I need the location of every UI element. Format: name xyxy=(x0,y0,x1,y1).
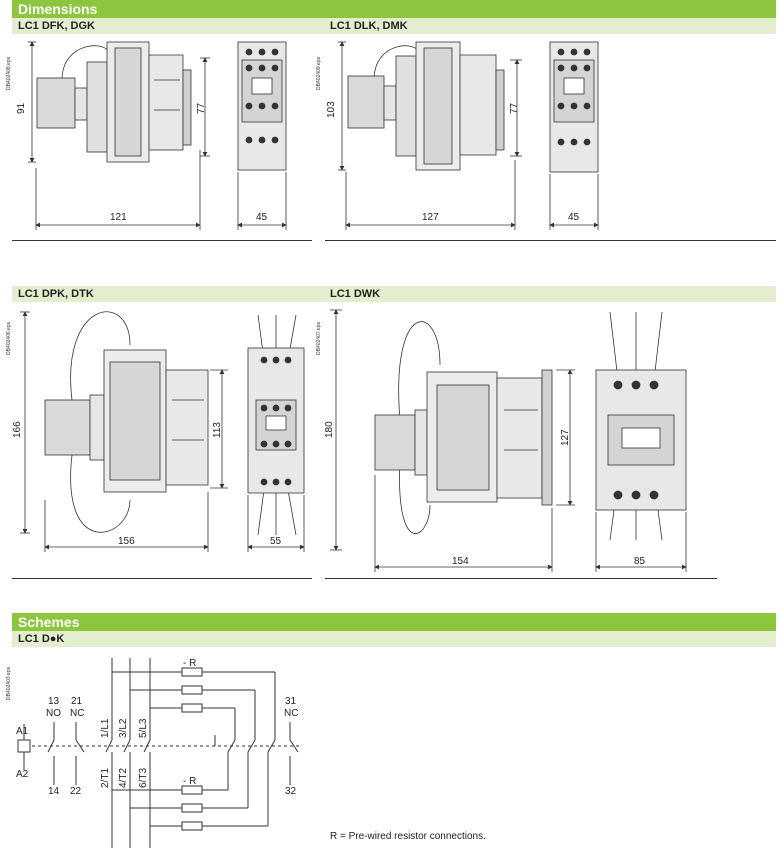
terminal-t2: 4/T2 xyxy=(118,767,129,788)
terminal-t1: 2/T1 xyxy=(100,767,111,788)
terminal-l3: 5/L3 xyxy=(138,718,149,738)
terminal-13: 13 xyxy=(48,696,60,707)
schemes-header: Schemes xyxy=(12,613,776,631)
dim-width2-dpk: 55 xyxy=(270,536,282,547)
panel-title-dpk: LC1 DPK, DTK xyxy=(18,288,94,300)
dim-width2-dwk: 85 xyxy=(634,556,646,567)
terminal-32: 32 xyxy=(285,786,297,797)
contactor-front-view-dfk xyxy=(237,41,287,171)
terminal-22: 22 xyxy=(70,786,82,797)
scheme-title: LC1 D●K xyxy=(18,633,65,645)
terminal-21: 21 xyxy=(71,696,83,707)
terminal-31: 31 xyxy=(285,696,297,707)
contactor-front-view-dwk xyxy=(595,311,687,541)
divider xyxy=(325,240,776,241)
dim-depth-dpk: 113 xyxy=(212,422,223,438)
subheader-strip-2 xyxy=(12,286,776,302)
dim-width-dlk: 127 xyxy=(422,212,439,223)
dim-depth-dfk: 77 xyxy=(196,102,207,114)
contact-nc2-label: NC xyxy=(284,708,299,719)
wiring-scheme xyxy=(17,658,300,848)
dim-height-dwk: 180 xyxy=(324,421,335,438)
figure-code: DB402403.eps xyxy=(6,666,12,700)
contactor-front-view-dpk xyxy=(247,314,305,536)
contactor-side-view-dfk xyxy=(36,41,192,163)
terminal-t3: 6/T3 xyxy=(138,767,149,788)
dim-depth-dlk: 77 xyxy=(509,102,520,114)
dim-depth-dwk: 127 xyxy=(560,429,571,446)
contact-no-label: NO xyxy=(46,708,61,719)
scheme-caption: R = Pre-wired resistor connections. xyxy=(330,831,486,842)
panel-title-dfk: LC1 DFK, DGK xyxy=(18,20,95,32)
terminal-l1: 1/L1 xyxy=(100,718,111,738)
contactor-side-view-dpk xyxy=(44,311,209,533)
dim-width-dpk: 156 xyxy=(118,536,135,547)
dim-height-dfk: 91 xyxy=(16,102,27,114)
terminal-a1: A1 xyxy=(16,726,29,737)
resistor-label-top: - R xyxy=(183,658,197,669)
terminal-a2: A2 xyxy=(16,769,29,780)
subheader-strip-1 xyxy=(12,18,776,34)
subheader-strip-3 xyxy=(12,631,776,647)
divider xyxy=(325,578,717,579)
panel-title-dlk: LC1 DLK, DMK xyxy=(330,20,408,32)
contact-nc-label: NC xyxy=(70,708,85,719)
dim-height-dpk: 166 xyxy=(12,421,23,438)
divider xyxy=(12,578,312,579)
contactor-side-view-dwk xyxy=(374,321,553,534)
resistor-label-bottom: - R xyxy=(183,776,197,787)
figure-code: DB402408.eps xyxy=(6,56,12,90)
dim-width-dwk: 154 xyxy=(452,556,469,567)
dim-width-dfk: 121 xyxy=(110,212,127,223)
dimensions-header: Dimensions xyxy=(12,0,776,18)
divider xyxy=(12,240,312,241)
figure-code: DB402406.eps xyxy=(6,321,12,355)
contactor-side-view-dlk xyxy=(347,41,505,171)
figure-code: DB402407.eps xyxy=(316,321,322,355)
figure-code: DB402409.eps xyxy=(316,56,322,90)
terminal-14: 14 xyxy=(48,786,60,797)
contactor-front-view-dlk xyxy=(549,41,599,173)
dim-width2-dlk: 45 xyxy=(568,212,580,223)
panel-title-dwk: LC1 DWK xyxy=(330,288,381,300)
terminal-l2: 3/L2 xyxy=(118,718,129,738)
dim-height-dlk: 103 xyxy=(326,101,337,118)
dim-width2-dfk: 45 xyxy=(256,212,268,223)
